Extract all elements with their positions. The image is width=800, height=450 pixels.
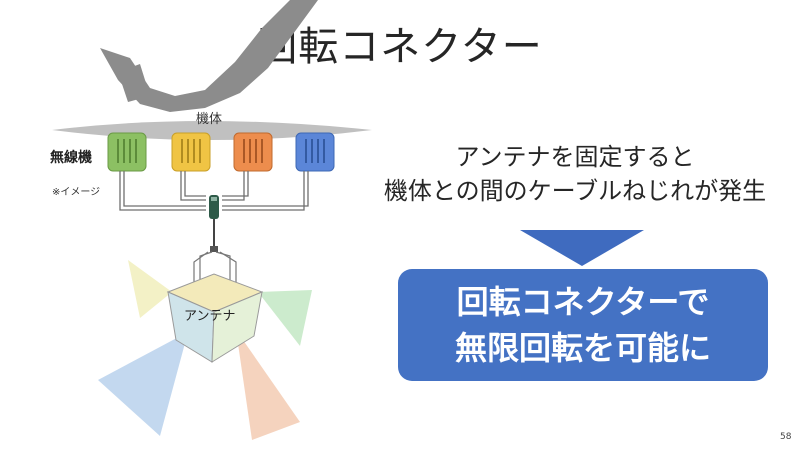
- beam-orange: [236, 330, 300, 440]
- radio-green: [107, 132, 147, 172]
- rotary-connector: [209, 195, 219, 252]
- aircraft-label: 機体: [196, 112, 223, 127]
- radio-orange: [233, 132, 273, 172]
- image-note: ※イメージ: [52, 187, 101, 198]
- aircraft-engine: [118, 64, 150, 102]
- problem-message-line-1: アンテナを固定すると: [455, 143, 695, 171]
- antenna-block: [166, 273, 264, 363]
- beam-yellow: [128, 260, 172, 318]
- beam-blue: [98, 332, 188, 436]
- problem-message-line-2: 機体との間のケーブルねじれが発生: [383, 177, 767, 205]
- beam-green: [258, 290, 312, 346]
- solution-line-1: 回転コネクターで: [456, 283, 710, 321]
- problem-message: アンテナを固定すると 機体との間のケーブルねじれが発生: [340, 140, 800, 208]
- radio-blue: [295, 132, 335, 172]
- solution-box: 回転コネクターで 無限回転を可能に: [398, 269, 768, 381]
- slide-title: 回転コネクター: [257, 24, 543, 70]
- down-arrow-icon: [520, 230, 644, 266]
- radio-yellow: [171, 132, 211, 172]
- radio-label: 無線機: [50, 150, 92, 166]
- antenna-label: アンテナ: [184, 309, 236, 324]
- cables: [119, 171, 309, 211]
- solution-line-2: 無限回転を可能に: [454, 329, 711, 367]
- aircraft-wing-silhouette: [100, 0, 318, 112]
- page-number: 58: [780, 432, 792, 442]
